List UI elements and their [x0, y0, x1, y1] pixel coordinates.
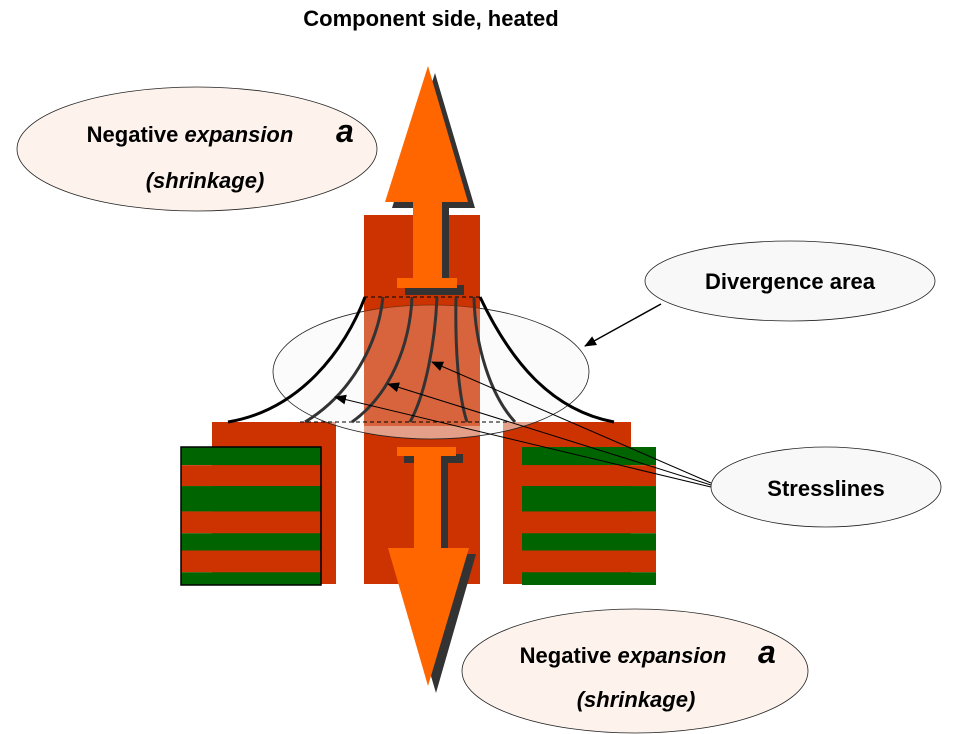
- svg-text:Divergence area: Divergence area: [705, 269, 876, 294]
- right-stack-layer-green: [522, 486, 656, 512]
- label-line1: Negative expansion: [87, 122, 294, 147]
- left-stack-border: [180, 446, 322, 586]
- stressline: [304, 296, 385, 424]
- stresslines-pointers: [334, 361, 712, 488]
- top-left-shrinkage-label: Negative expansion a (shrinkage): [16, 86, 378, 212]
- left-stack-layer-red: [181, 465, 321, 487]
- svg-text:Stresslines: Stresslines: [767, 476, 884, 501]
- divergence-area-label: Divergence area: [644, 240, 936, 322]
- label-line2: (shrinkage): [146, 168, 265, 193]
- divergence-pointer-arrow: [584, 303, 662, 347]
- left-stack-layer-green: [181, 572, 321, 585]
- alpha-symbol: a: [758, 634, 776, 670]
- stresslines-label: Stresslines: [710, 446, 942, 528]
- right-stack-layer-red: [522, 550, 656, 573]
- stressline: [454, 296, 469, 423]
- right-stack-layer-green: [522, 533, 656, 551]
- right-stack-layer-red: [522, 465, 656, 487]
- upward-expansion-arrow: [385, 66, 475, 295]
- stressline-pointer: [334, 394, 712, 488]
- stressline-pointer: [387, 382, 712, 486]
- right-layer-stack: [522, 447, 656, 585]
- stressline: [227, 296, 367, 424]
- stressline: [408, 296, 439, 423]
- alpha-symbol: a: [336, 113, 354, 149]
- label-line2: (shrinkage): [577, 687, 696, 712]
- left-layer-stack: [180, 446, 322, 586]
- left-stack-layer-red: [181, 511, 321, 534]
- right-stack-layer-red: [522, 511, 656, 534]
- right-stack-layer-green: [522, 572, 656, 585]
- downward-expansion-arrow: [388, 447, 476, 693]
- stressline: [478, 296, 615, 424]
- left-stack-layer-green: [181, 533, 321, 551]
- stressline-pointer: [431, 361, 712, 484]
- left-stack-layer-green: [181, 486, 321, 512]
- label-line1: Negative expansion: [520, 643, 727, 668]
- right-stack-layer-green: [522, 447, 656, 466]
- diagram-title: Component side, heated: [303, 6, 558, 31]
- bottom-right-shrinkage-label: Negative expansion a (shrinkage): [461, 608, 809, 734]
- stressline: [351, 296, 414, 424]
- central-column-overlay: [364, 296, 480, 426]
- left-stack-layer-green: [181, 447, 321, 466]
- left-stack-layer-red: [181, 550, 321, 573]
- stressline: [472, 296, 517, 424]
- stresslines-group: [227, 296, 615, 424]
